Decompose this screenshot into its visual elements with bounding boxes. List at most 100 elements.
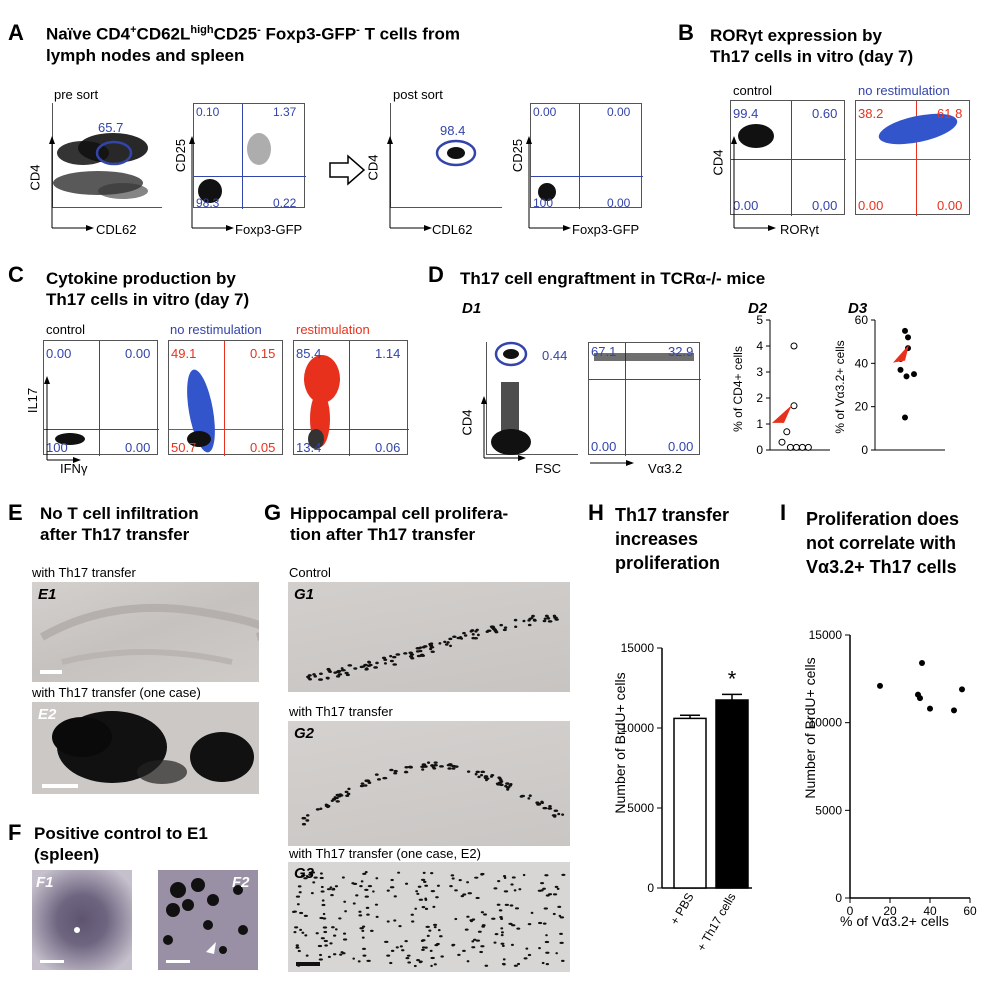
d3-ytick-label: 0 (861, 443, 868, 457)
cell-dot (352, 902, 356, 905)
cell-dot (561, 813, 565, 816)
cell-dot (500, 942, 505, 945)
cell-dot (333, 934, 337, 937)
cell-dot (334, 885, 339, 888)
cell-dot (500, 917, 504, 920)
i-point (959, 686, 965, 693)
cell-dot (558, 914, 562, 918)
cell-dot (410, 657, 415, 660)
cell-dot (424, 898, 428, 902)
cell-dot (503, 626, 508, 629)
cell-dot (424, 884, 429, 887)
cell-dot (398, 924, 402, 928)
cell-dot (502, 628, 507, 632)
cell-dot (370, 929, 374, 932)
cell-dot (315, 932, 319, 935)
c-x-label: IFNγ (60, 461, 88, 476)
cell-dot (292, 910, 296, 913)
cell-dot (541, 961, 545, 965)
cell-dot (392, 655, 397, 659)
cell-dot (337, 794, 342, 798)
panel-a-label: A (8, 20, 24, 45)
cell-dot (295, 895, 301, 898)
i-ylabel: Number of BrdU+ cells (802, 657, 818, 799)
cell-dot (297, 885, 302, 888)
cell-dot (439, 935, 443, 938)
cell-dot (493, 941, 497, 944)
cell-dot (366, 913, 370, 916)
cell-dot (540, 801, 545, 805)
cell-dot (311, 871, 316, 874)
cell-dot (473, 637, 479, 640)
cell-dot (544, 940, 550, 944)
cell-dot (458, 879, 462, 882)
cell-dot (340, 667, 344, 670)
cell-dot (457, 953, 461, 956)
cell-dot (404, 765, 409, 769)
cell-dot (317, 944, 323, 948)
cell-dot (471, 940, 475, 943)
h-ylabel: Number of BrdU+ cells (612, 672, 628, 814)
cell-dot (358, 914, 363, 917)
cell-dot (475, 770, 480, 774)
cell-dot (543, 907, 548, 910)
cell-dot (344, 671, 349, 675)
cell-dot (428, 929, 432, 932)
cell-dot (326, 888, 331, 891)
cell-dot (475, 939, 481, 942)
panel-g-label: G (264, 500, 282, 525)
g-cap1: Control (289, 565, 331, 580)
cell-dot (307, 676, 311, 680)
cell-dot (299, 928, 302, 931)
cell-dot (542, 887, 546, 890)
cell-dot (372, 890, 375, 893)
d3-point (911, 371, 917, 378)
cell-dot (366, 959, 371, 962)
f2-image (158, 870, 258, 970)
g3-label: G3 (294, 865, 315, 882)
cell-dot (422, 871, 426, 875)
e1-image (32, 582, 259, 682)
i-xtick-label: 20 (883, 904, 897, 918)
a-q-post-ll: 100 (533, 196, 554, 210)
b-q-ctrl-lr: 0,00 (812, 198, 838, 213)
d3-point (905, 334, 911, 341)
cell-dot (298, 891, 302, 894)
cell-dot (454, 889, 458, 892)
cell-dot (433, 764, 438, 767)
cell-dot (547, 807, 553, 810)
cell-dot (361, 925, 366, 928)
panel-d-title: Th17 cell engraftment in TCRα-/- mice (460, 269, 766, 288)
c-q-nr-ll: 50.7 (171, 440, 197, 455)
cell-dot (500, 931, 504, 934)
cell-dot (542, 806, 548, 810)
cell-dot (320, 937, 325, 940)
cell-dot (557, 905, 562, 909)
cell-dot (355, 894, 359, 897)
cell-dot (418, 960, 422, 964)
cell-dot (462, 893, 467, 896)
cell-dot (474, 876, 479, 879)
cell-dot (386, 954, 391, 957)
cell-dot (450, 874, 455, 877)
cell-dot (426, 934, 430, 938)
cell-dot (447, 763, 453, 766)
cell-dot (301, 874, 306, 877)
cell-dot (484, 964, 489, 967)
e1-label: E1 (38, 586, 57, 603)
cell-dot (318, 958, 323, 961)
e-cap2: with Th17 transfer (one case) (32, 685, 201, 700)
cell-dot (341, 876, 345, 879)
cell-dot (399, 945, 403, 948)
cell-dot (469, 919, 474, 922)
cell-dot (477, 775, 481, 779)
cell-dot (545, 963, 550, 966)
cell-dot (552, 912, 556, 916)
d3-ytick-label: 20 (855, 400, 869, 414)
i-xtick-label: 40 (923, 904, 937, 918)
b-plot2-frame (855, 100, 971, 216)
c-q-r-ul: 85.4 (296, 346, 322, 361)
cell-dot (367, 885, 373, 888)
cell-dot (383, 658, 388, 661)
